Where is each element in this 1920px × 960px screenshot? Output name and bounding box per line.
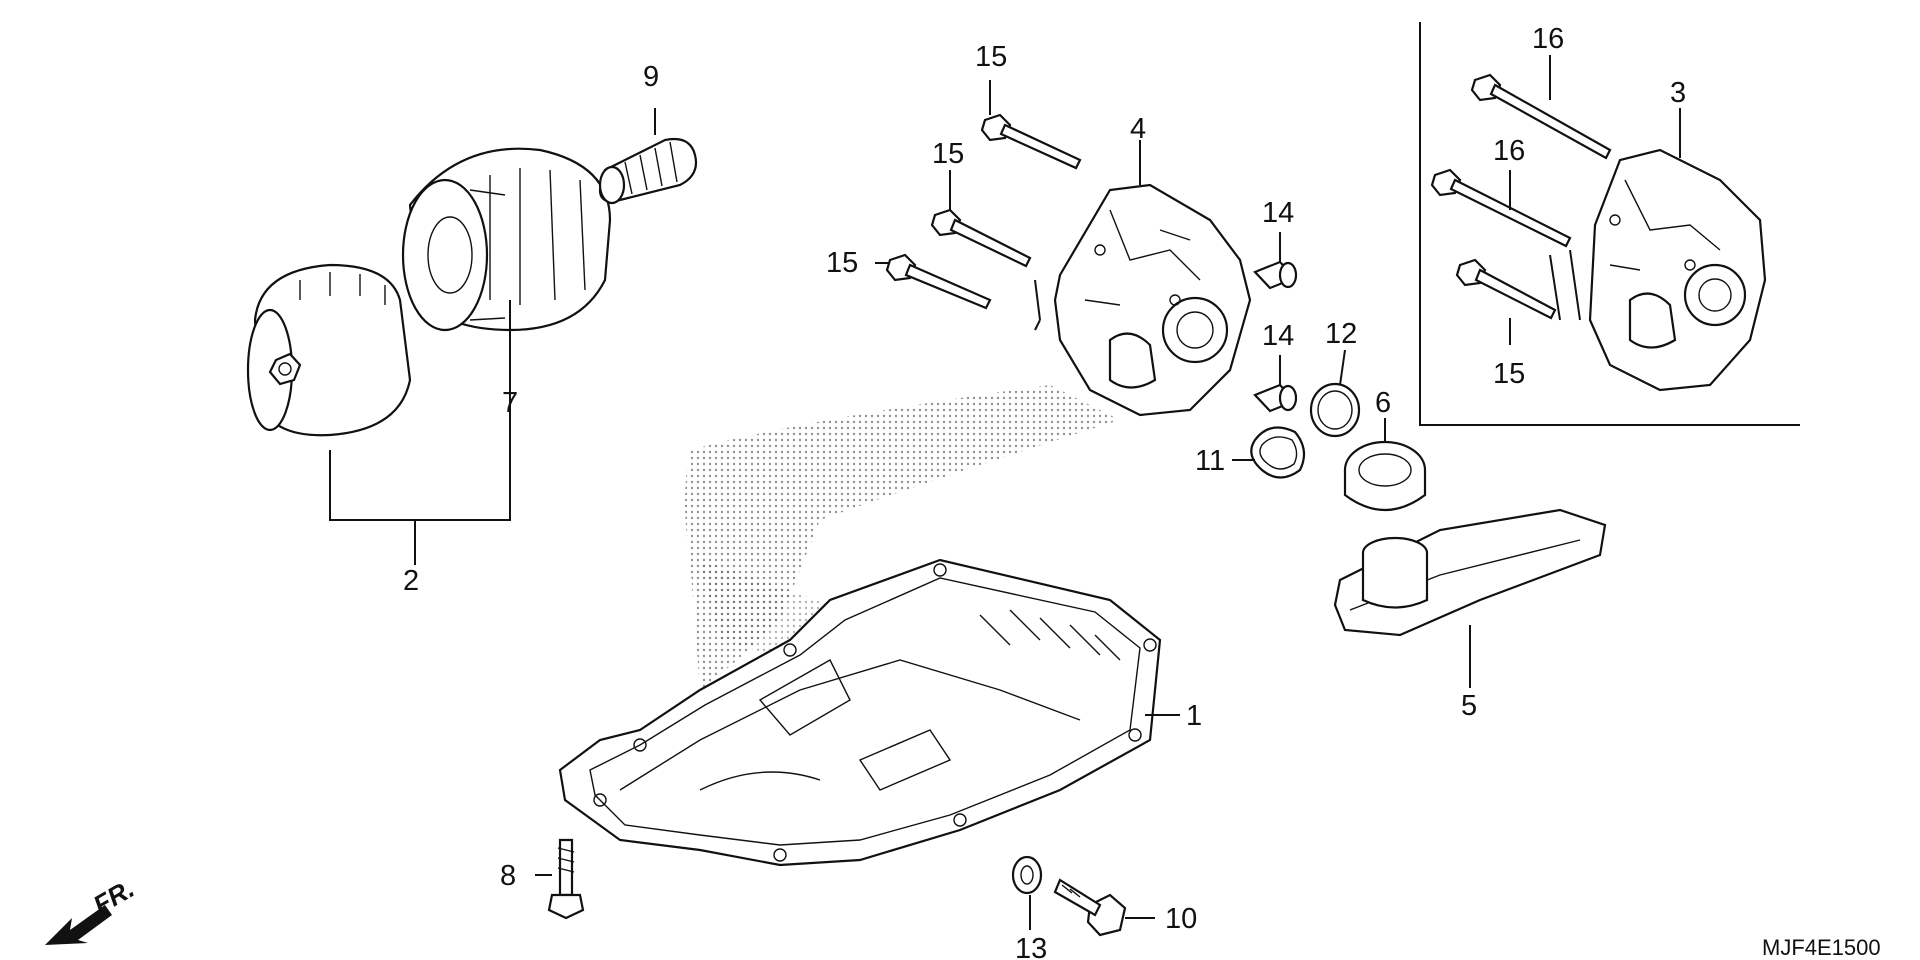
- arrow-left-down-icon: FR.: [45, 873, 139, 945]
- dowel-pins[interactable]: [1253, 260, 1298, 413]
- callout-15-d: 15: [1493, 358, 1525, 390]
- diagram-code: MJF4E1500: [1762, 935, 1881, 960]
- callout-3: 3: [1670, 77, 1686, 109]
- drain-bolt[interactable]: [1053, 878, 1127, 937]
- callout-14-b: 14: [1262, 320, 1294, 352]
- inset-bolts[interactable]: [1430, 73, 1612, 320]
- pan-bolt-8[interactable]: [547, 838, 585, 920]
- oil-pump-inset[interactable]: [1588, 148, 1767, 392]
- callout-15-a: 15: [975, 41, 1007, 73]
- callout-8: 8: [500, 860, 516, 892]
- oil-filter-cap[interactable]: [246, 263, 412, 437]
- oil-pump-center[interactable]: [1053, 183, 1252, 417]
- oil-filter-cartridge[interactable]: [401, 147, 612, 332]
- callout-15-c: 15: [826, 247, 858, 279]
- leader-lines: [329, 55, 1681, 930]
- callout-16-b: 16: [1493, 135, 1525, 167]
- callout-6: 6: [1375, 387, 1391, 419]
- oil-strainer[interactable]: [1333, 508, 1607, 637]
- bolt-15-mid: [930, 208, 1032, 268]
- filter-stud-bolt[interactable]: [598, 137, 698, 205]
- callout-14-a: 14: [1262, 197, 1294, 229]
- callout-13: 13: [1015, 933, 1047, 960]
- callout-labels: 9 7 2 15 4 15 15 14 14 12 6 11 1 5 16 3 …: [403, 23, 1686, 960]
- bolt-15-top: [980, 113, 1082, 170]
- seal-11[interactable]: [1250, 426, 1306, 479]
- callout-15-b: 15: [932, 138, 964, 170]
- callout-9: 9: [643, 61, 659, 93]
- callout-2: 2: [403, 565, 419, 597]
- bolt-15-low: [885, 253, 992, 310]
- oil-pan[interactable]: [558, 558, 1162, 867]
- callout-11: 11: [1195, 445, 1225, 477]
- callout-1: 1: [1186, 700, 1202, 732]
- sealing-washer-13[interactable]: [1011, 855, 1043, 895]
- callout-16-a: 16: [1532, 23, 1564, 55]
- collar-6[interactable]: [1343, 440, 1427, 512]
- callout-12: 12: [1325, 318, 1357, 350]
- callout-10: 10: [1165, 903, 1197, 935]
- pump-bolts[interactable]: [885, 113, 1082, 310]
- inset-frame: [1419, 22, 1800, 426]
- callout-4: 4: [1130, 113, 1146, 145]
- callout-7: 7: [502, 387, 518, 419]
- callout-5: 5: [1461, 690, 1477, 722]
